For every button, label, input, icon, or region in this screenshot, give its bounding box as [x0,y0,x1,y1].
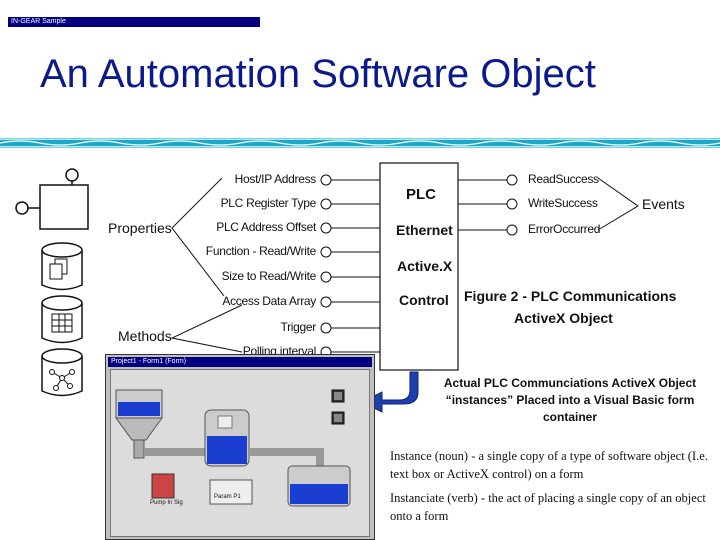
property-function: Function - Read/Write [205,244,317,258]
property-ports [320,174,380,358]
vb-form-window: Project1 - Form1 (Form) [105,354,375,540]
plc-activex-label: Active.X [397,258,453,274]
properties-label: Properties [108,220,172,236]
figure-caption-line2: ActiveX Object [514,310,613,326]
event-write-success: WriteSuccess [528,196,598,210]
figure-caption-line1: Figure 2 - PLC Communications [464,288,677,304]
property-host-ip: Host/IP Address [234,172,317,186]
event-read-success: ReadSuccess [528,172,599,186]
window-title: Project1 - Form1 (Form) [108,357,372,367]
property-size: Size to Read/Write [221,269,317,283]
event-error: ErrorOccurred [528,222,601,236]
instantiate-definition: Instanciate (verb) - the act of placing … [390,491,706,523]
events-brace [597,177,639,231]
properties-brace [171,177,225,297]
pump-tag-label: Pump In Sig [150,500,183,506]
slide-title: An Automation Software Object [40,52,596,96]
decorative-stripe [0,138,720,148]
event-ports [458,174,518,236]
instance-definition: Instance (noun) - a single copy of a typ… [390,449,708,481]
table-icon [41,295,83,344]
property-address-offset: PLC Address Offset [216,220,316,234]
instances-caption: Actual PLC Communciations ActiveX Object… [443,376,697,424]
plc-control-box [379,162,459,371]
plc-control-label: Control [399,292,449,308]
property-register-type: PLC Register Type [220,196,317,210]
plc-ethernet-label: Ethernet [396,222,453,238]
param-tag-label: Param P1 [214,494,241,500]
events-label: Events [642,196,685,212]
property-data-array: Access Data Array [222,294,316,308]
inner-window-title: IN-GEAR Sample [8,17,260,27]
methods-brace [170,304,243,353]
plc-label: PLC [406,186,436,203]
object-box-icon [15,168,89,230]
documents-icon [41,242,83,291]
network-icon [41,348,83,397]
method-trigger: Trigger [280,320,317,334]
methods-label: Methods [118,328,172,344]
